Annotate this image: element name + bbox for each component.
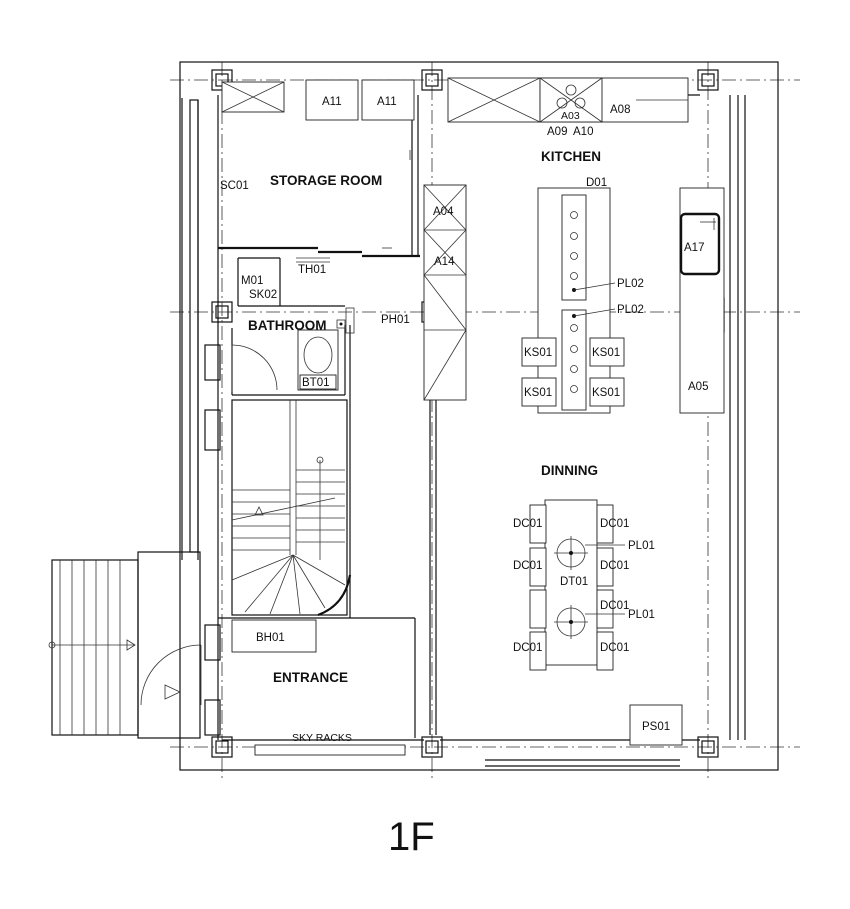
tag-dc01: DC01 bbox=[600, 560, 629, 572]
tag-dc01: DC01 bbox=[600, 518, 629, 530]
tag-a14: A14 bbox=[434, 256, 455, 268]
tag-dc01: DC01 bbox=[513, 642, 542, 654]
tag-a09: A09 bbox=[547, 126, 567, 138]
tag-sky-racks: SKY RACKS bbox=[292, 732, 352, 744]
doors bbox=[140, 150, 411, 706]
bathroom-fixtures bbox=[296, 257, 355, 391]
tag-bh01: BH01 bbox=[256, 632, 285, 644]
entry-steps bbox=[48, 551, 201, 739]
tag-ks01: KS01 bbox=[592, 387, 620, 399]
room-label-entrance: ENTRANCE bbox=[273, 670, 348, 685]
tag-th01: TH01 bbox=[298, 264, 326, 276]
storage-furniture bbox=[221, 79, 415, 121]
exterior-walls bbox=[179, 61, 779, 771]
tag-dc01: DC01 bbox=[513, 518, 542, 530]
tag-sk02: SK02 bbox=[249, 289, 277, 301]
tag-a03: A03 bbox=[561, 110, 580, 122]
tag-pl02: PL02 bbox=[617, 278, 644, 290]
room-label-kitchen: KITCHEN bbox=[541, 149, 601, 164]
tag-a17: A17 bbox=[684, 242, 704, 254]
tag-ks01: KS01 bbox=[524, 387, 552, 399]
kitchen-cabinets bbox=[423, 77, 689, 401]
tag-a08: A08 bbox=[610, 104, 630, 116]
tag-m01: M01 bbox=[241, 275, 263, 287]
tag-dc01: DC01 bbox=[600, 642, 629, 654]
tag-pl01: PL01 bbox=[628, 540, 655, 552]
interior-walls bbox=[217, 95, 700, 741]
staircase bbox=[231, 399, 352, 617]
kitchen-island bbox=[521, 187, 625, 414]
tag-dt01: DT01 bbox=[560, 576, 588, 588]
tag-ph01: PH01 bbox=[381, 314, 410, 326]
side-counter bbox=[679, 187, 725, 414]
tag-a04: A04 bbox=[433, 206, 454, 218]
tag-ks01: KS01 bbox=[592, 347, 620, 359]
entrance-fixtures bbox=[231, 619, 683, 756]
dining-set bbox=[529, 499, 625, 671]
room-label-dining: DINNING bbox=[541, 463, 598, 478]
tag-dc01: DC01 bbox=[513, 560, 542, 572]
tag-ps01: PS01 bbox=[642, 721, 670, 733]
tag-d01: D01 bbox=[586, 177, 607, 189]
wall-recesses bbox=[204, 344, 221, 736]
floor-label: 1F bbox=[388, 815, 435, 859]
tag-ks01: KS01 bbox=[524, 347, 552, 359]
tag-pl02: PL02 bbox=[617, 304, 644, 316]
tag-a05: A05 bbox=[688, 381, 708, 393]
tag-a11: A11 bbox=[377, 96, 397, 108]
tag-a11: A11 bbox=[322, 96, 342, 108]
room-label-storage: STORAGE ROOM bbox=[270, 173, 382, 188]
tag-bt01: BT01 bbox=[302, 377, 330, 389]
tag-a10: A10 bbox=[573, 126, 593, 138]
tag-pl01: PL01 bbox=[628, 609, 655, 621]
tag-dc01: DC01 bbox=[600, 600, 629, 612]
room-labels: STORAGE ROOM KITCHEN BATHROOM DINNING EN… bbox=[248, 149, 601, 685]
grid-axes bbox=[170, 62, 800, 780]
tag-sc01: SC01 bbox=[220, 180, 249, 192]
item-tags: A11 A11 A03 A09 A10 A08 SC01 A04 A14 D01… bbox=[220, 96, 708, 744]
room-label-bathroom: BATHROOM bbox=[248, 318, 327, 333]
